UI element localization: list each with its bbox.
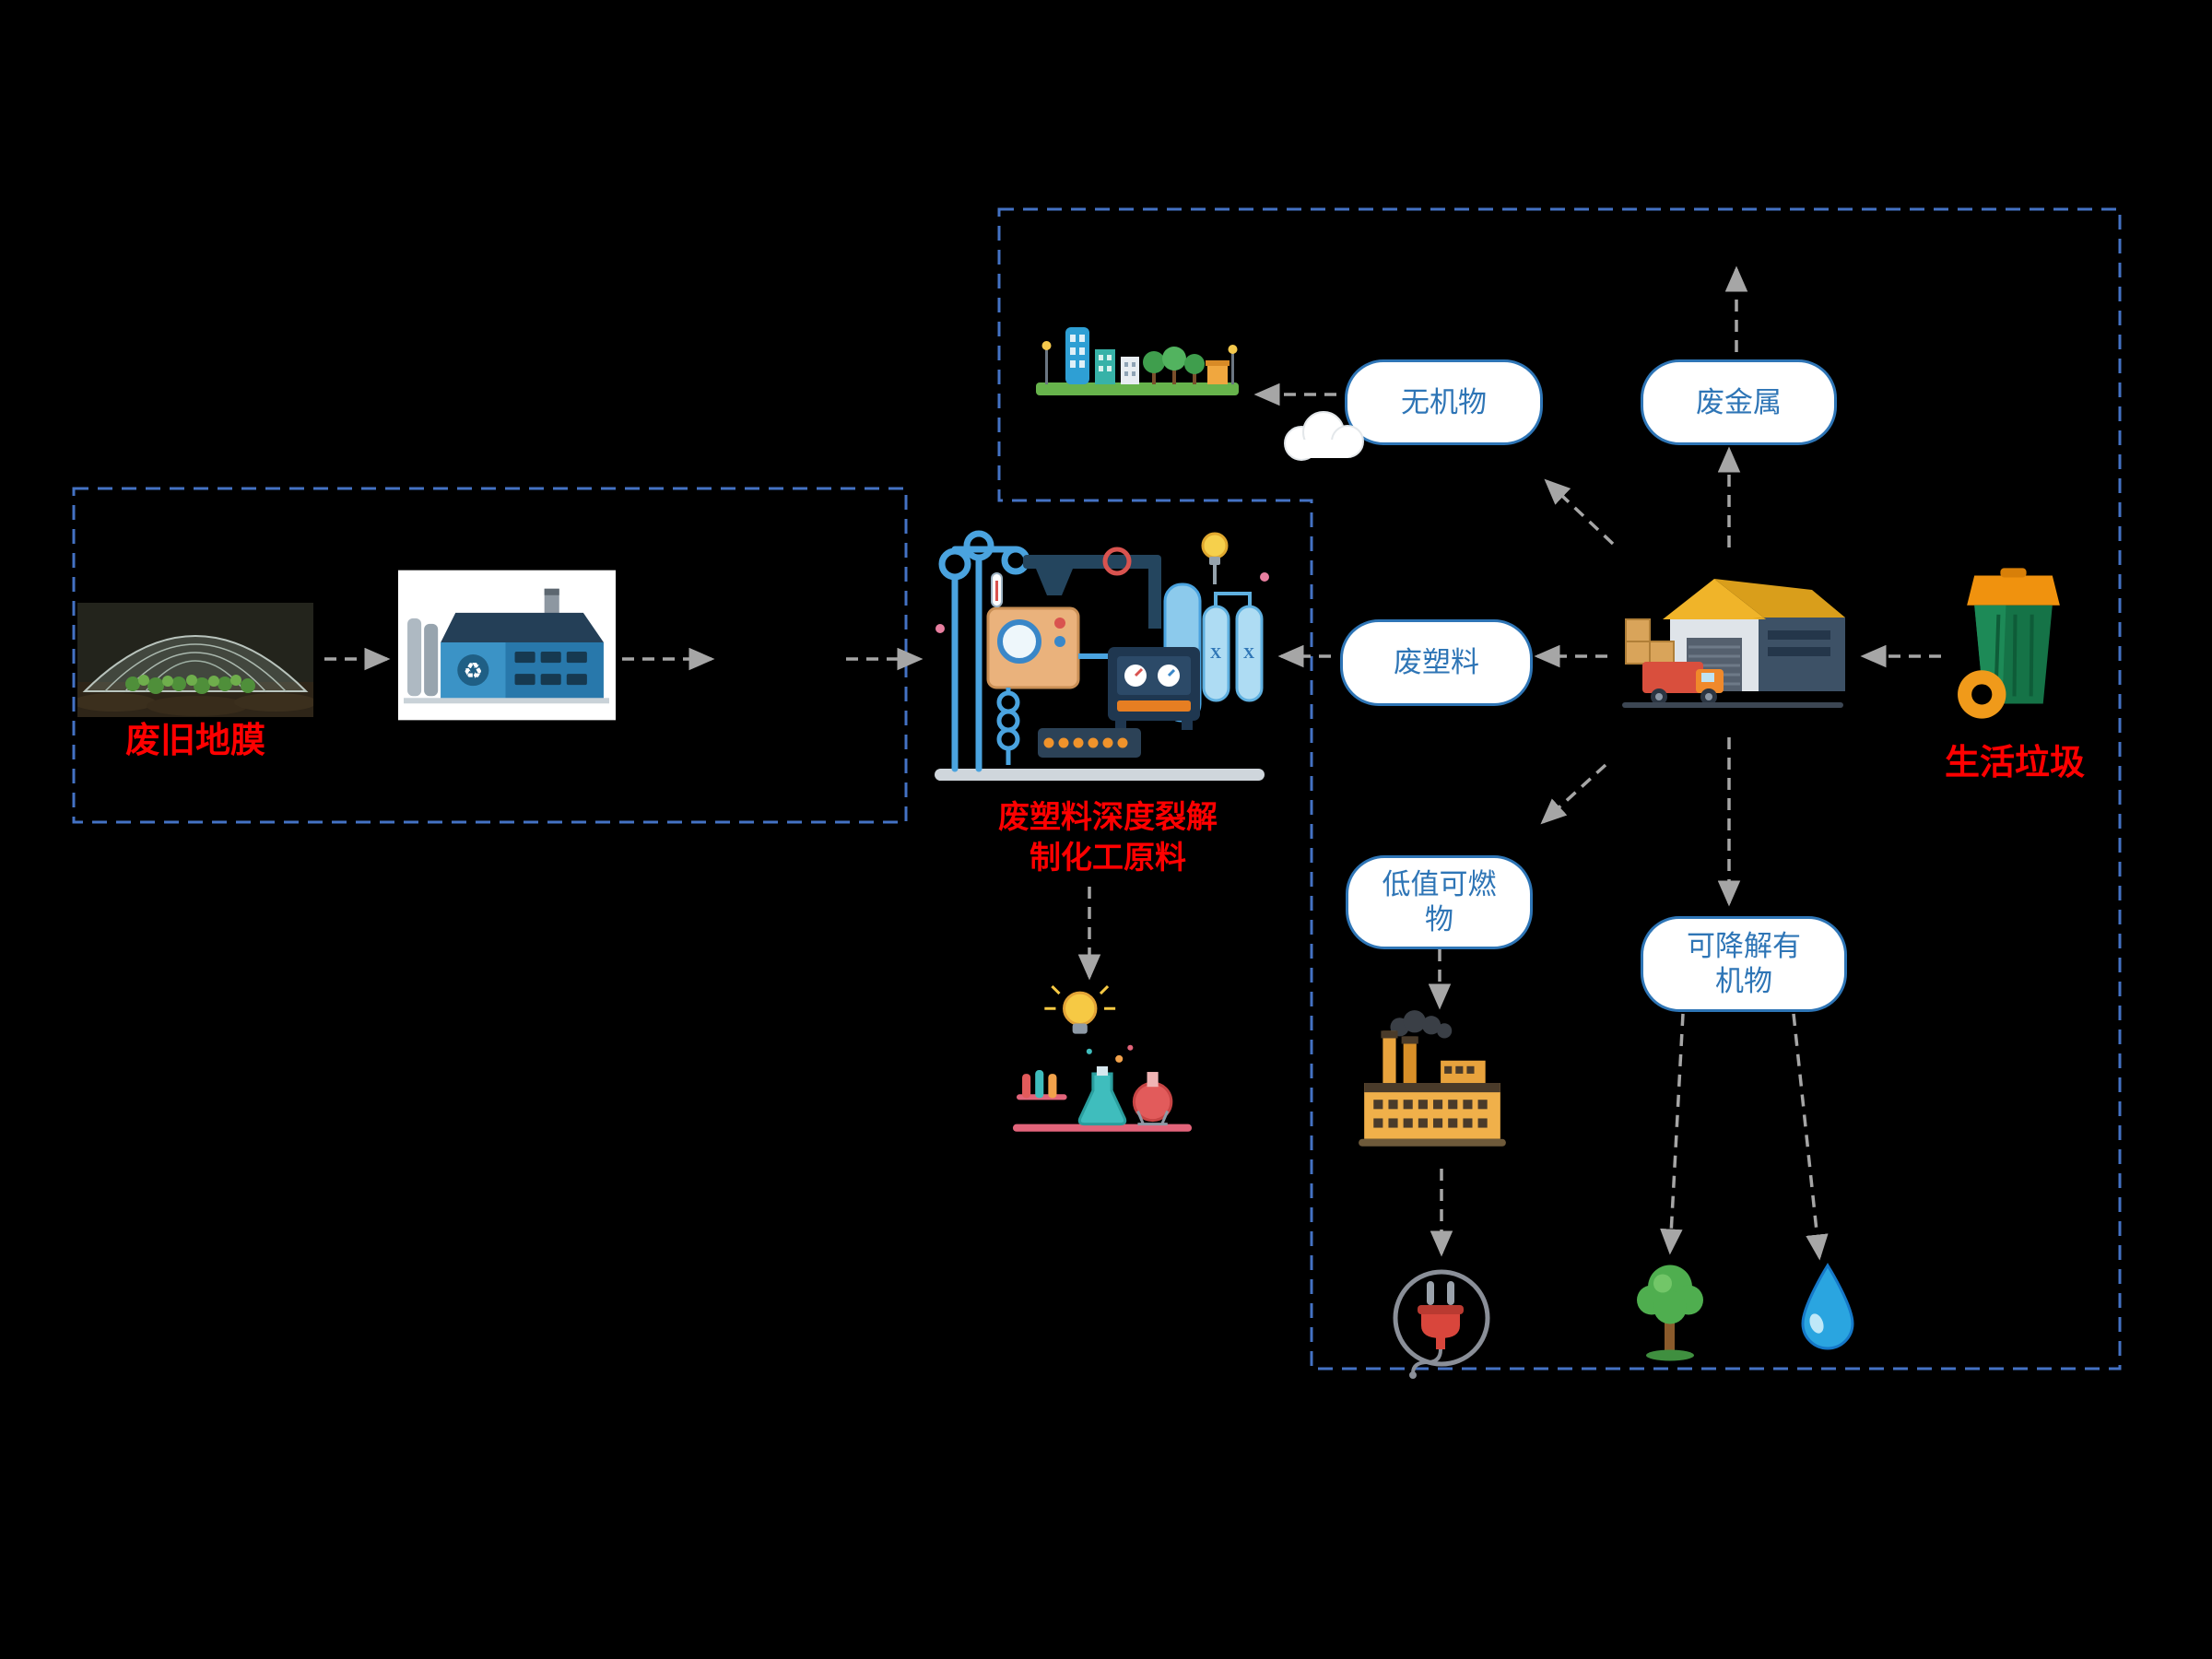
household-waste-label: 生活垃圾 (1944, 744, 2085, 782)
bubble-biodegradable-organic: 可降解有机物 (1641, 916, 1847, 1012)
bubble-waste-metal: 废金属 (1641, 359, 1837, 445)
bubble-waste-plastic: 废塑料 (1340, 619, 1533, 706)
arrow-biodegradable-to-water (1792, 1013, 1829, 1261)
bubble-low-value-combustible-label: 低值可燃物 (1382, 868, 1497, 935)
tree-icon (1631, 1257, 1709, 1364)
pyrolysis-caption-line1: 废塑料深度裂解 (998, 801, 1218, 835)
bubble-biodegradable-organic-label: 可降解有机物 (1687, 930, 1801, 997)
arrow-warehouse-to-low-value (1540, 763, 1607, 825)
svg-text:X: X (1210, 644, 1222, 662)
power-plant-icon (1351, 1010, 1513, 1154)
pyrolysis-caption: 废塑料深度裂解 制化工原料 (940, 798, 1276, 879)
svg-text:♻: ♻ (464, 660, 484, 684)
greenhouse-photo (77, 603, 313, 717)
water-drop-icon (1795, 1263, 1860, 1353)
waste-film-label: 废旧地膜 (124, 722, 265, 760)
pyrolysis-caption-line2: 制化工原料 (1030, 841, 1186, 876)
bubble-waste-plastic-label: 废塑料 (1394, 646, 1479, 678)
bubble-inorganic-label: 无机物 (1401, 385, 1487, 418)
city-park-icon (1034, 310, 1241, 404)
svg-text:X: X (1243, 644, 1255, 662)
pyrolysis-plant-icon: X X (927, 518, 1272, 789)
electric-plug-icon (1384, 1265, 1497, 1379)
trash-bin-icon (1950, 566, 2076, 723)
bubble-waste-metal-label: 废金属 (1696, 385, 1782, 418)
arrow-biodegradable-to-tree (1660, 1013, 1685, 1255)
cloud-icon (1270, 398, 1379, 470)
chemical-products-icon (1006, 984, 1198, 1152)
bubble-low-value-combustible: 低值可燃物 (1346, 855, 1533, 949)
arrow-warehouse-to-inorganic (1544, 478, 1615, 546)
bubble-inorganic: 无机物 (1345, 359, 1543, 445)
warehouse-sorting-icon (1615, 553, 1851, 717)
recycling-factory-icon: ♻ (398, 570, 616, 721)
